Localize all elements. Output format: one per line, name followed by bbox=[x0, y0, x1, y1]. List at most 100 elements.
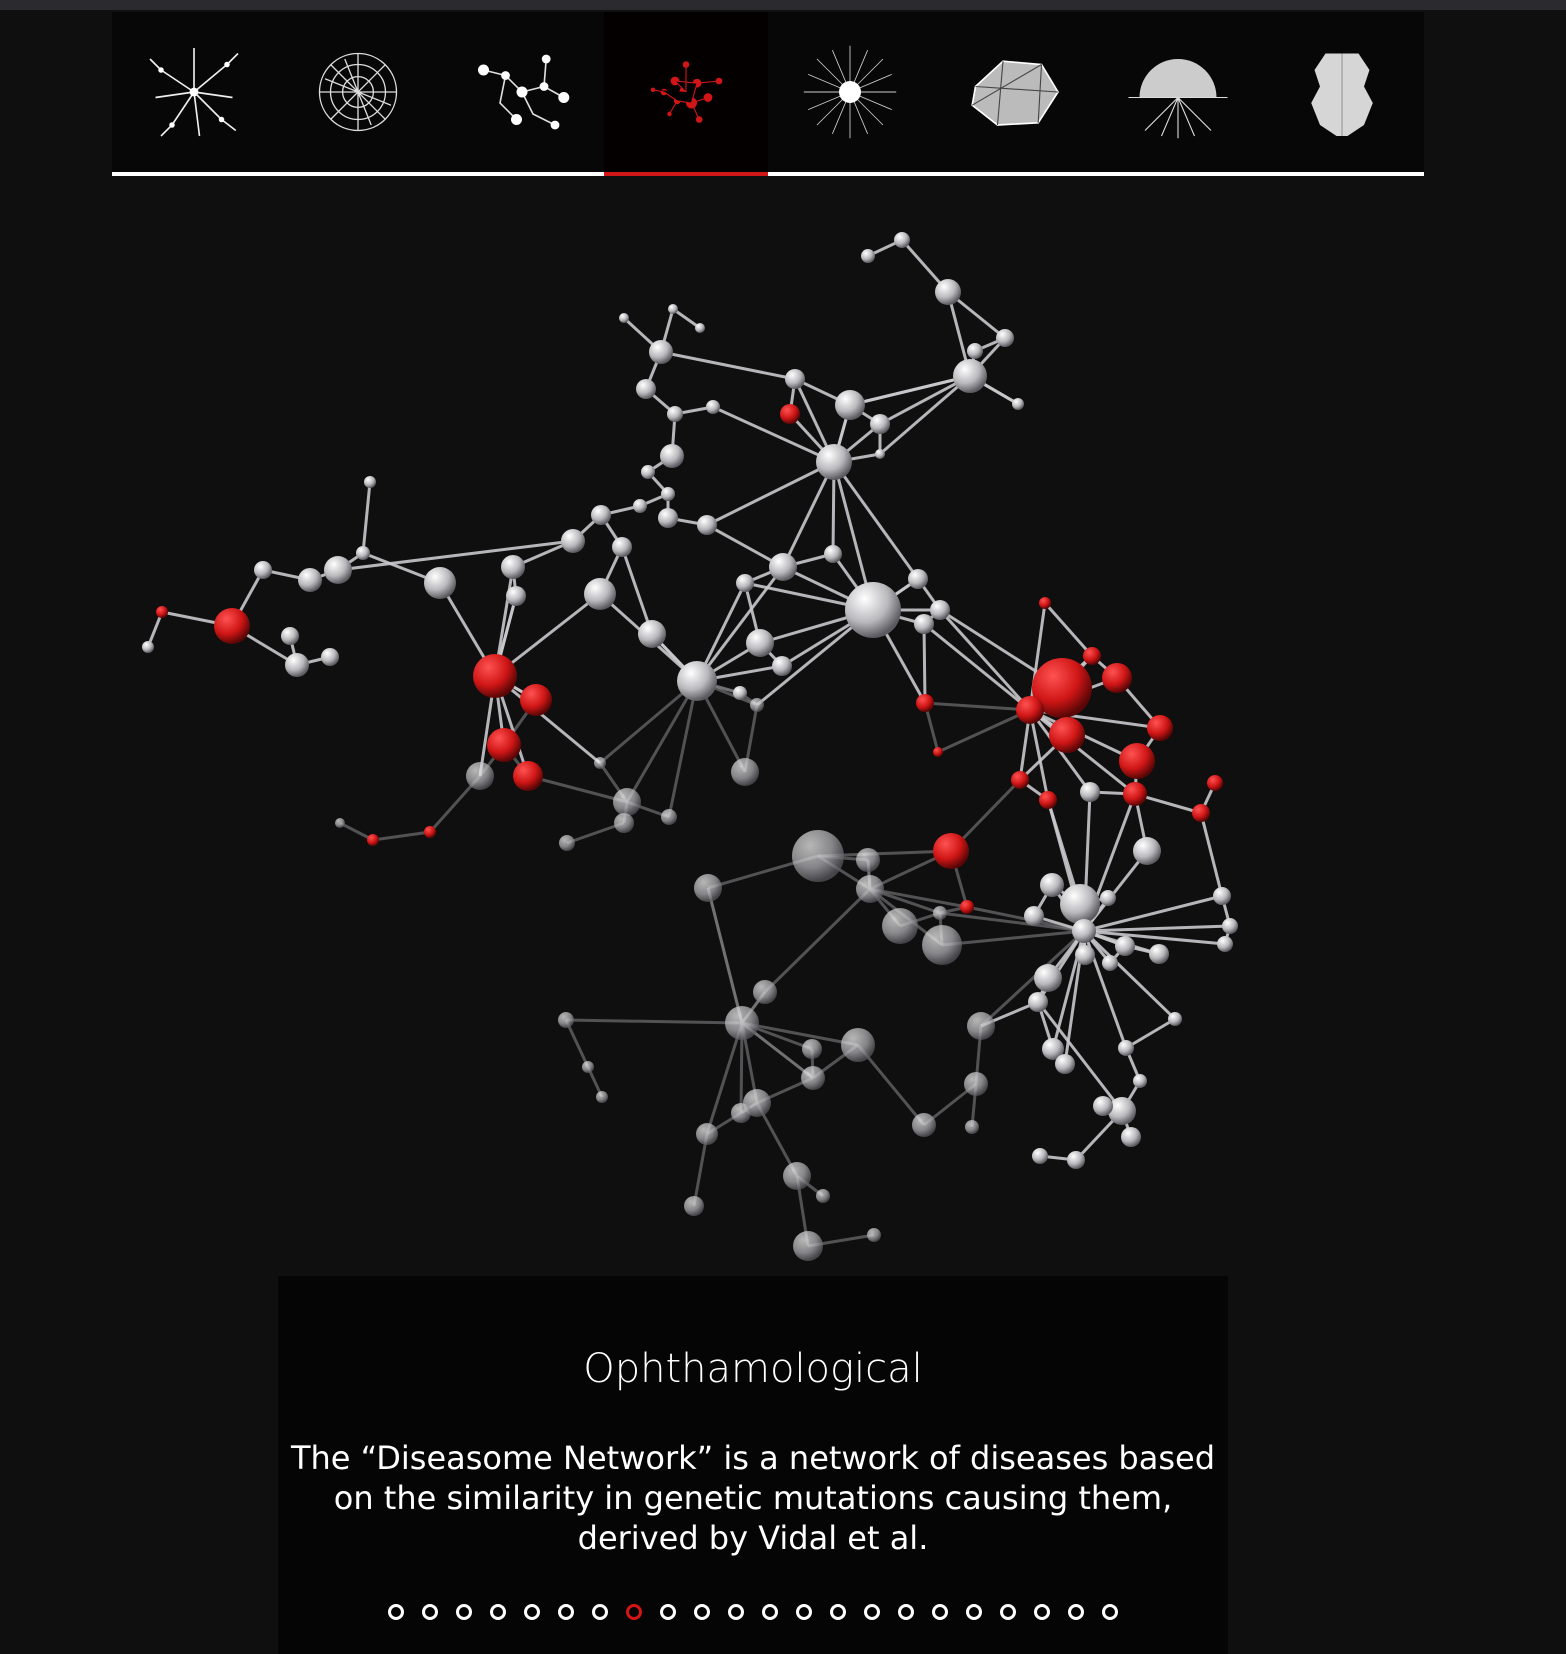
network-thumb-3[interactable] bbox=[440, 12, 604, 176]
disease-node[interactable] bbox=[1093, 1096, 1113, 1116]
disease-node-highlighted[interactable] bbox=[1032, 658, 1092, 718]
disease-node[interactable] bbox=[633, 499, 647, 513]
disease-node[interactable] bbox=[967, 1012, 995, 1040]
disease-node[interactable] bbox=[614, 813, 634, 833]
disease-node[interactable] bbox=[922, 925, 962, 965]
disease-node[interactable] bbox=[561, 529, 585, 553]
disease-node[interactable] bbox=[746, 629, 774, 657]
disease-node-highlighted[interactable] bbox=[1119, 743, 1155, 779]
disease-node[interactable] bbox=[801, 1066, 825, 1090]
disease-node[interactable] bbox=[841, 1028, 875, 1062]
pagination-dot[interactable] bbox=[1102, 1604, 1118, 1620]
disease-node[interactable] bbox=[1067, 1151, 1085, 1169]
disease-node[interactable] bbox=[731, 1103, 751, 1123]
disease-node[interactable] bbox=[619, 313, 629, 323]
disease-node-highlighted[interactable] bbox=[1102, 663, 1132, 693]
disease-node[interactable] bbox=[1133, 1074, 1147, 1088]
disease-node-highlighted[interactable] bbox=[367, 834, 379, 846]
disease-node[interactable] bbox=[584, 578, 616, 610]
disease-node-highlighted[interactable] bbox=[1083, 647, 1101, 665]
disease-node[interactable] bbox=[964, 1072, 988, 1096]
pagination-dot[interactable] bbox=[592, 1604, 608, 1620]
disease-node-highlighted[interactable] bbox=[520, 684, 552, 716]
disease-node-highlighted[interactable] bbox=[780, 404, 800, 424]
disease-node[interactable] bbox=[824, 545, 842, 563]
disease-node[interactable] bbox=[658, 508, 678, 528]
disease-node[interactable] bbox=[281, 627, 299, 645]
disease-node-highlighted[interactable] bbox=[473, 654, 517, 698]
disease-node[interactable] bbox=[731, 758, 759, 786]
disease-node[interactable] bbox=[1213, 887, 1231, 905]
disease-node[interactable] bbox=[661, 809, 677, 825]
disease-node[interactable] bbox=[1072, 919, 1096, 943]
disease-node[interactable] bbox=[612, 537, 632, 557]
disease-node[interactable] bbox=[324, 556, 352, 584]
disease-node[interactable] bbox=[835, 390, 865, 420]
pagination-dot[interactable] bbox=[898, 1604, 914, 1620]
disease-node[interactable] bbox=[792, 830, 844, 882]
network-thumb-1[interactable] bbox=[112, 12, 276, 176]
disease-node[interactable] bbox=[613, 788, 641, 816]
disease-node-highlighted[interactable] bbox=[513, 761, 543, 791]
disease-node[interactable] bbox=[506, 586, 526, 606]
disease-node[interactable] bbox=[783, 1162, 811, 1190]
disease-node[interactable] bbox=[894, 232, 910, 248]
disease-node[interactable] bbox=[753, 980, 777, 1004]
disease-node[interactable] bbox=[285, 653, 309, 677]
disease-node[interactable] bbox=[660, 444, 684, 468]
disease-node[interactable] bbox=[908, 569, 928, 589]
disease-node[interactable] bbox=[694, 874, 722, 902]
disease-node[interactable] bbox=[793, 1231, 823, 1261]
disease-node[interactable] bbox=[697, 515, 717, 535]
disease-node[interactable] bbox=[1042, 1038, 1064, 1060]
disease-node-highlighted[interactable] bbox=[487, 728, 521, 762]
disease-node[interactable] bbox=[1168, 1012, 1182, 1026]
disease-node[interactable] bbox=[668, 304, 678, 314]
disease-node[interactable] bbox=[594, 757, 606, 769]
disease-node[interactable] bbox=[254, 561, 272, 579]
disease-node-highlighted[interactable] bbox=[1147, 715, 1173, 741]
pagination-dot[interactable] bbox=[728, 1604, 744, 1620]
disease-node[interactable] bbox=[870, 414, 890, 434]
disease-node[interactable] bbox=[1100, 890, 1116, 906]
disease-node[interactable] bbox=[1217, 936, 1233, 952]
pagination-dot[interactable] bbox=[626, 1604, 642, 1620]
disease-node[interactable] bbox=[736, 574, 754, 592]
disease-node[interactable] bbox=[466, 762, 494, 790]
disease-node[interactable] bbox=[335, 818, 345, 828]
disease-node-highlighted[interactable] bbox=[916, 694, 934, 712]
pagination-dot[interactable] bbox=[1000, 1604, 1016, 1620]
disease-node-highlighted[interactable] bbox=[1192, 804, 1210, 822]
disease-node-highlighted[interactable] bbox=[1039, 597, 1051, 609]
disease-node[interactable] bbox=[933, 906, 947, 920]
disease-node[interactable] bbox=[1121, 1127, 1141, 1147]
disease-node[interactable] bbox=[1102, 955, 1118, 971]
disease-node[interactable] bbox=[1080, 782, 1100, 802]
pagination-dot[interactable] bbox=[388, 1604, 404, 1620]
disease-node[interactable] bbox=[750, 698, 764, 712]
disease-node[interactable] bbox=[882, 908, 918, 944]
network-thumb-6[interactable] bbox=[932, 12, 1096, 176]
disease-node[interactable] bbox=[1118, 1040, 1134, 1056]
disease-node[interactable] bbox=[856, 875, 884, 903]
disease-node[interactable] bbox=[1012, 398, 1024, 410]
disease-node[interactable] bbox=[1040, 873, 1064, 897]
disease-node-highlighted[interactable] bbox=[933, 747, 943, 757]
disease-node[interactable] bbox=[965, 1120, 979, 1134]
disease-node[interactable] bbox=[706, 400, 720, 414]
disease-node[interactable] bbox=[867, 1228, 881, 1242]
disease-node-highlighted[interactable] bbox=[214, 608, 250, 644]
network-thumb-7[interactable] bbox=[1096, 12, 1260, 176]
disease-node[interactable] bbox=[725, 1006, 759, 1040]
disease-node[interactable] bbox=[861, 249, 875, 263]
disease-node[interactable] bbox=[591, 505, 611, 525]
disease-node-highlighted[interactable] bbox=[1016, 696, 1044, 724]
disease-node-highlighted[interactable] bbox=[1011, 771, 1029, 789]
pagination-dot[interactable] bbox=[966, 1604, 982, 1620]
disease-node[interactable] bbox=[661, 487, 675, 501]
disease-node-highlighted[interactable] bbox=[933, 833, 969, 869]
disease-node-highlighted[interactable] bbox=[960, 900, 974, 914]
disease-node[interactable] bbox=[1108, 1097, 1136, 1125]
disease-node[interactable] bbox=[582, 1061, 594, 1073]
disease-node-highlighted[interactable] bbox=[1207, 775, 1223, 791]
